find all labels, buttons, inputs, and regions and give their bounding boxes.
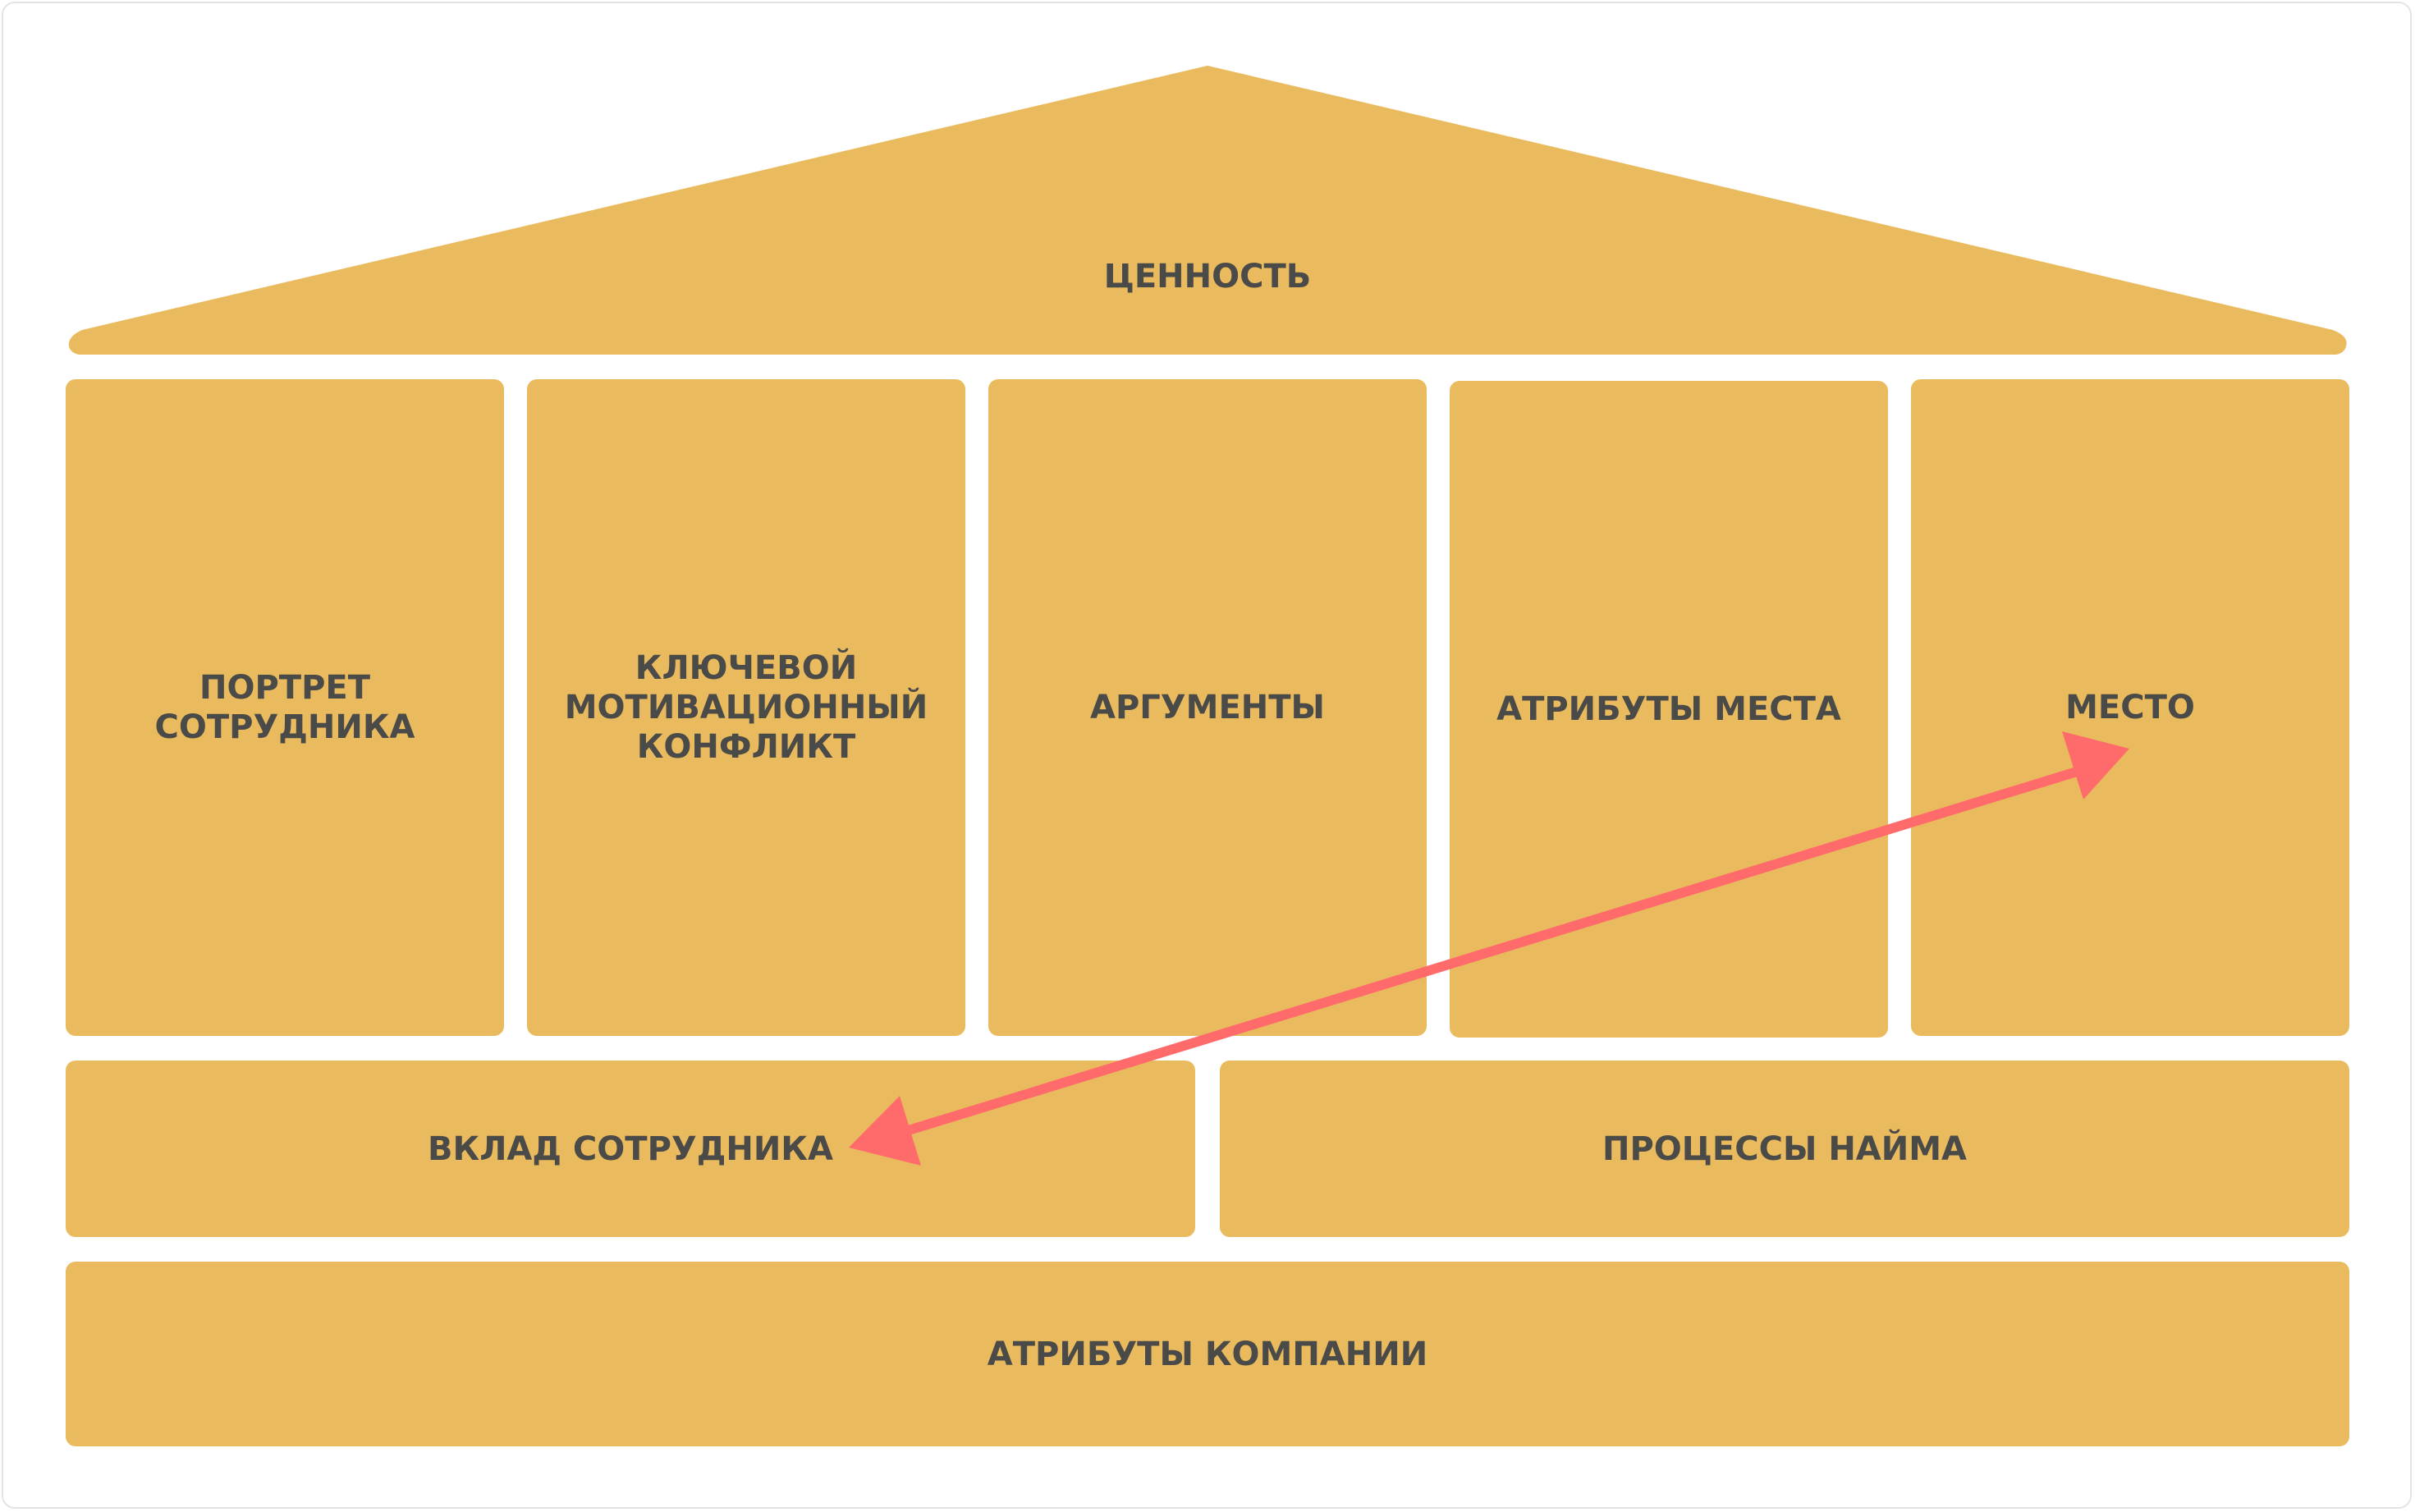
company-attributes-foundation: АТРИБУТЫ КОМПАНИИ [66,1262,2349,1446]
employee-contribution-block: ВКЛАД СОТРУДНИКА [66,1061,1195,1237]
block-label: ПРОЦЕССЫ НАЙМА [1602,1129,1967,1168]
pillar-place-attributes: АТРИБУТЫ МЕСТА [1450,381,1888,1038]
pillar-label: ПОРТРЕТ СОТРУДНИКА [154,669,415,746]
pillar-label: МЕСТО [2065,689,2195,726]
hiring-processes-block: ПРОЦЕССЫ НАЙМА [1220,1061,2349,1237]
roof-label: ЦЕННОСТЬ [1103,258,1312,296]
pillar-label: КЛЮЧЕВОЙ МОТИВАЦИОННЫЙ КОНФЛИКТ [564,649,928,766]
pillar-employee-portrait: ПОРТРЕТ СОТРУДНИКА [66,379,504,1036]
pillar-place: МЕСТО [1911,379,2349,1036]
pillar-label: АРГУМЕНТЫ [1090,689,1325,726]
block-label: АТРИБУТЫ КОМПАНИИ [987,1335,1428,1373]
pillar-motivation-conflict: КЛЮЧЕВОЙ МОТИВАЦИОННЫЙ КОНФЛИКТ [527,379,965,1036]
pillar-label: АТРИБУТЫ МЕСТА [1496,690,1841,728]
block-label: ВКЛАД СОТРУДНИКА [428,1129,833,1168]
roof-shape [68,66,2347,355]
pillar-arguments: АРГУМЕНТЫ [988,379,1427,1036]
